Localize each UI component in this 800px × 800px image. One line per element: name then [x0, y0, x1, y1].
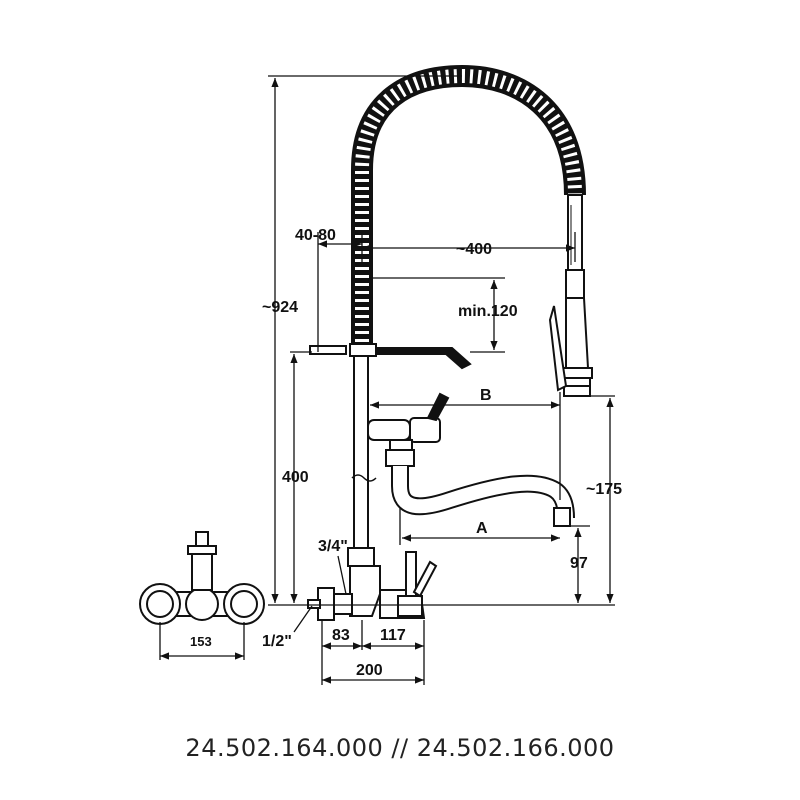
- dim-connector-thread: 1/2": [262, 633, 292, 650]
- mixer-front-view: [139, 531, 265, 625]
- dim-wall-offset: 83: [332, 627, 350, 644]
- spout-outlet: [553, 507, 571, 527]
- swivel-spout-inner: [393, 466, 573, 519]
- mixer-body-side: [307, 547, 438, 621]
- spray-head: [548, 194, 593, 397]
- dim-spout-height: ~175: [586, 481, 622, 498]
- dim-min-clearance: min.120: [458, 303, 518, 320]
- dim-inlet-thread: 3/4": [318, 538, 348, 555]
- dim-spring-offset: 40-80: [295, 227, 336, 244]
- dim-spout-a: A: [476, 520, 488, 537]
- dim-spray-reach: ~400: [456, 241, 492, 258]
- article-numbers-caption: 24.502.164.000 // 24.502.166.000: [185, 734, 615, 762]
- stand-pipe: [351, 349, 377, 551]
- spring-holder-arm: [309, 343, 472, 370]
- dim-mount-height: 400: [282, 469, 309, 486]
- dim-body-offset: 117: [380, 627, 406, 644]
- dim-centers: 153: [190, 634, 212, 649]
- dim-total-depth: 200: [356, 662, 383, 679]
- dim-overall-height: ~924: [262, 299, 298, 316]
- dimension-lines: [159, 75, 615, 685]
- dim-spout-b: B: [480, 387, 492, 404]
- dim-outlet-height: 97: [570, 555, 588, 572]
